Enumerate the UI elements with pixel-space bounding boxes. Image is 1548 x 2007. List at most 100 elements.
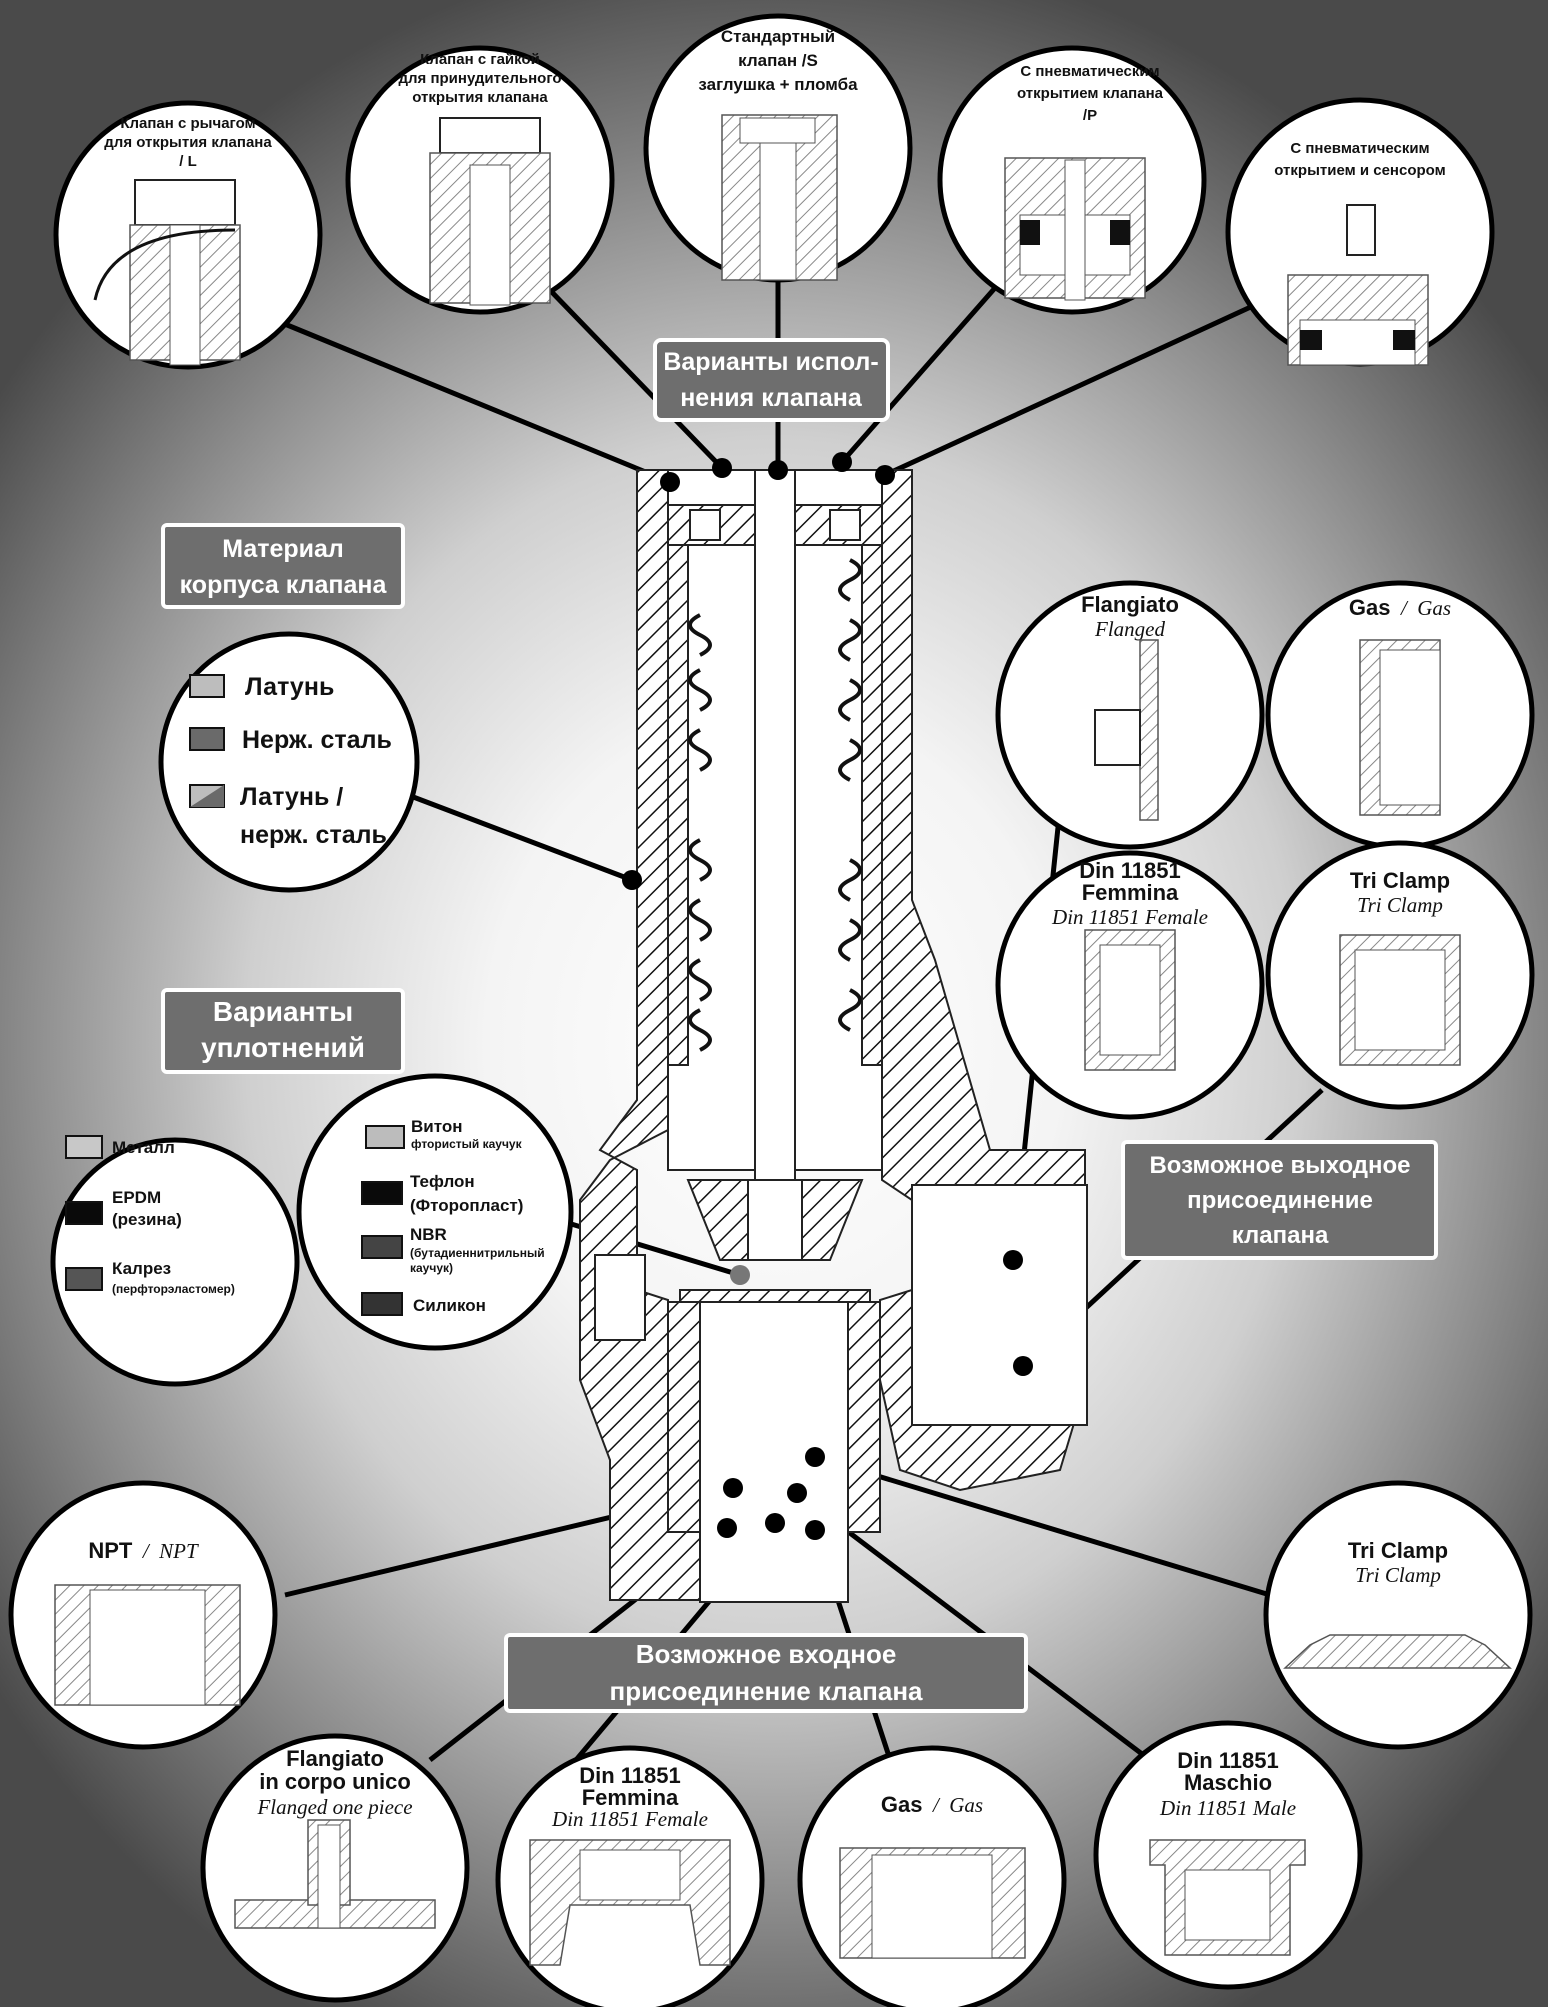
- text-line: Стандартный: [721, 27, 835, 46]
- text-line: Клапан с гайкой: [420, 51, 540, 68]
- connection-en: Din 11851 Male: [1159, 1796, 1296, 1820]
- connection-en: Din 11851 Female: [1051, 905, 1208, 929]
- outlet-circle-gas: Gas / Gas: [1265, 580, 1535, 850]
- seal-label: Силикон: [413, 1296, 486, 1315]
- connection-en: Gas: [949, 1793, 983, 1817]
- text-line: присоединение: [1187, 1187, 1373, 1214]
- text-line: /P: [1083, 107, 1097, 124]
- brass-swatch: [189, 674, 225, 698]
- seal-label: NBR: [410, 1225, 447, 1244]
- text-line: in corpo unico: [259, 1769, 411, 1794]
- top-variants-title: Варианты испол-нения клапана: [663, 348, 878, 412]
- text-line: нерж. сталь: [240, 821, 387, 849]
- seals-legend-left: Металл EPDM (резина) Калрез (перфторэласт…: [50, 1135, 300, 1387]
- connection-en: Flanged one piece: [256, 1795, 412, 1819]
- text-line: Тефлон: [410, 1172, 475, 1191]
- body-material-legend: Латунь Нерж. сталь Латунь / нерж. сталь: [158, 631, 420, 893]
- material-label-brass-stainless: Латунь / нерж. сталь: [240, 783, 387, 849]
- text-line: открытием и сенсором: [1274, 162, 1445, 179]
- top-variant-circle-pneumatic-sensor: С пневматическим открытием и сенсором: [1225, 97, 1495, 367]
- connection-name: Gas: [881, 1792, 923, 1817]
- text-line: Maschio: [1184, 1770, 1272, 1795]
- text-line: Клапан с рычагом: [120, 115, 255, 132]
- text-line: Варианты испол-: [663, 348, 878, 376]
- seal-label: Тефлон (Фторопласт): [410, 1172, 523, 1215]
- top-variant-title: Стандартный клапан /S заглушка + пломба: [698, 27, 858, 94]
- text-line: / L: [179, 153, 197, 170]
- inlet-circle-npt: NPT / NPT: [8, 1480, 278, 1750]
- connection-label: Gas / Gas: [881, 1792, 983, 1817]
- top-variant-title: С пневматическим открытием и сенсором: [1274, 140, 1445, 179]
- text-line: С пневматическим: [1020, 63, 1159, 80]
- material-label-stainless: Нерж. сталь: [242, 726, 392, 754]
- connection-en: Tri Clamp: [1357, 893, 1443, 917]
- seals-legend-right: Витон фтористый каучук Тефлон (Фторопласт…: [296, 1073, 574, 1351]
- connection-name: Flangiato: [1081, 592, 1179, 617]
- inlet-label: Возможное входное присоединение клапана: [504, 1633, 1028, 1713]
- seal-label: Калрез: [112, 1259, 171, 1278]
- top-variant-title: Клапан с рычагом для открытия клапана / L: [104, 115, 272, 170]
- connection-label: Gas / Gas: [1349, 595, 1451, 620]
- text-line: EPDM: [112, 1188, 161, 1207]
- text-line: Возможное входное: [636, 1639, 897, 1669]
- connection-name: Gas: [1349, 595, 1391, 620]
- connection-name: NPT: [88, 1538, 133, 1563]
- text-line: Femmina: [582, 1785, 679, 1810]
- brass-stainless-swatch: [189, 784, 225, 808]
- connection-en: Flanged: [1094, 617, 1165, 641]
- text-line: заглушка + пломба: [698, 75, 858, 94]
- text-line: С пневматическим: [1290, 140, 1429, 157]
- stainless-swatch: [189, 727, 225, 751]
- connection-en: NPT: [158, 1539, 199, 1563]
- outlet-circle-triclamp: Tri Clamp Tri Clamp: [1265, 840, 1535, 1110]
- text-line: присоединение клапана: [609, 1676, 923, 1706]
- spring-coils: [688, 558, 862, 1052]
- material-label-brass: Латунь: [245, 673, 334, 701]
- connection-en: Gas: [1417, 596, 1451, 620]
- top-variant-circle-lever: Клапан с рычагом для открытия клапана / L: [53, 100, 323, 370]
- text-line: уплотнений: [201, 1032, 365, 1063]
- text-line: для открытия клапана: [104, 134, 272, 151]
- text-line: Латунь /: [240, 783, 343, 811]
- outlet-circle-flanged: Flangiato Flanged: [995, 580, 1265, 850]
- text-line: для принудительного: [398, 70, 561, 87]
- text-line: Возможное выходное: [1149, 1152, 1410, 1179]
- inlet-title: Возможное входное присоединение клапана: [609, 1639, 923, 1706]
- text-line: Femmina: [1082, 880, 1179, 905]
- seal-label: Витон: [411, 1117, 462, 1136]
- text-line: (резина): [112, 1210, 182, 1229]
- valve-cross-section: [579, 469, 1088, 1603]
- connection-name: Tri Clamp: [1348, 1538, 1448, 1563]
- text-line: клапан /S: [738, 51, 818, 70]
- top-variants-label: Варианты испол-нения клапана: [653, 338, 890, 422]
- text-line: каучук): [410, 1261, 453, 1275]
- seal-note: (перфторэластомер): [112, 1282, 235, 1296]
- seals-title: Варианты уплотнений: [201, 996, 365, 1063]
- text-line: (Фторопласт): [410, 1196, 523, 1215]
- connection-en: Din 11851 Female: [551, 1807, 708, 1831]
- connection-label: NPT / NPT: [88, 1538, 199, 1563]
- text-line: Варианты: [213, 996, 353, 1027]
- seals-label: Варианты уплотнений: [161, 988, 405, 1074]
- seal-label: Металл: [112, 1138, 175, 1157]
- seal-note: фтористый каучук: [411, 1137, 523, 1151]
- inlet-circle-triclamp: Tri Clamp Tri Clamp: [1263, 1480, 1533, 1750]
- seal-label: EPDM (резина): [112, 1188, 182, 1229]
